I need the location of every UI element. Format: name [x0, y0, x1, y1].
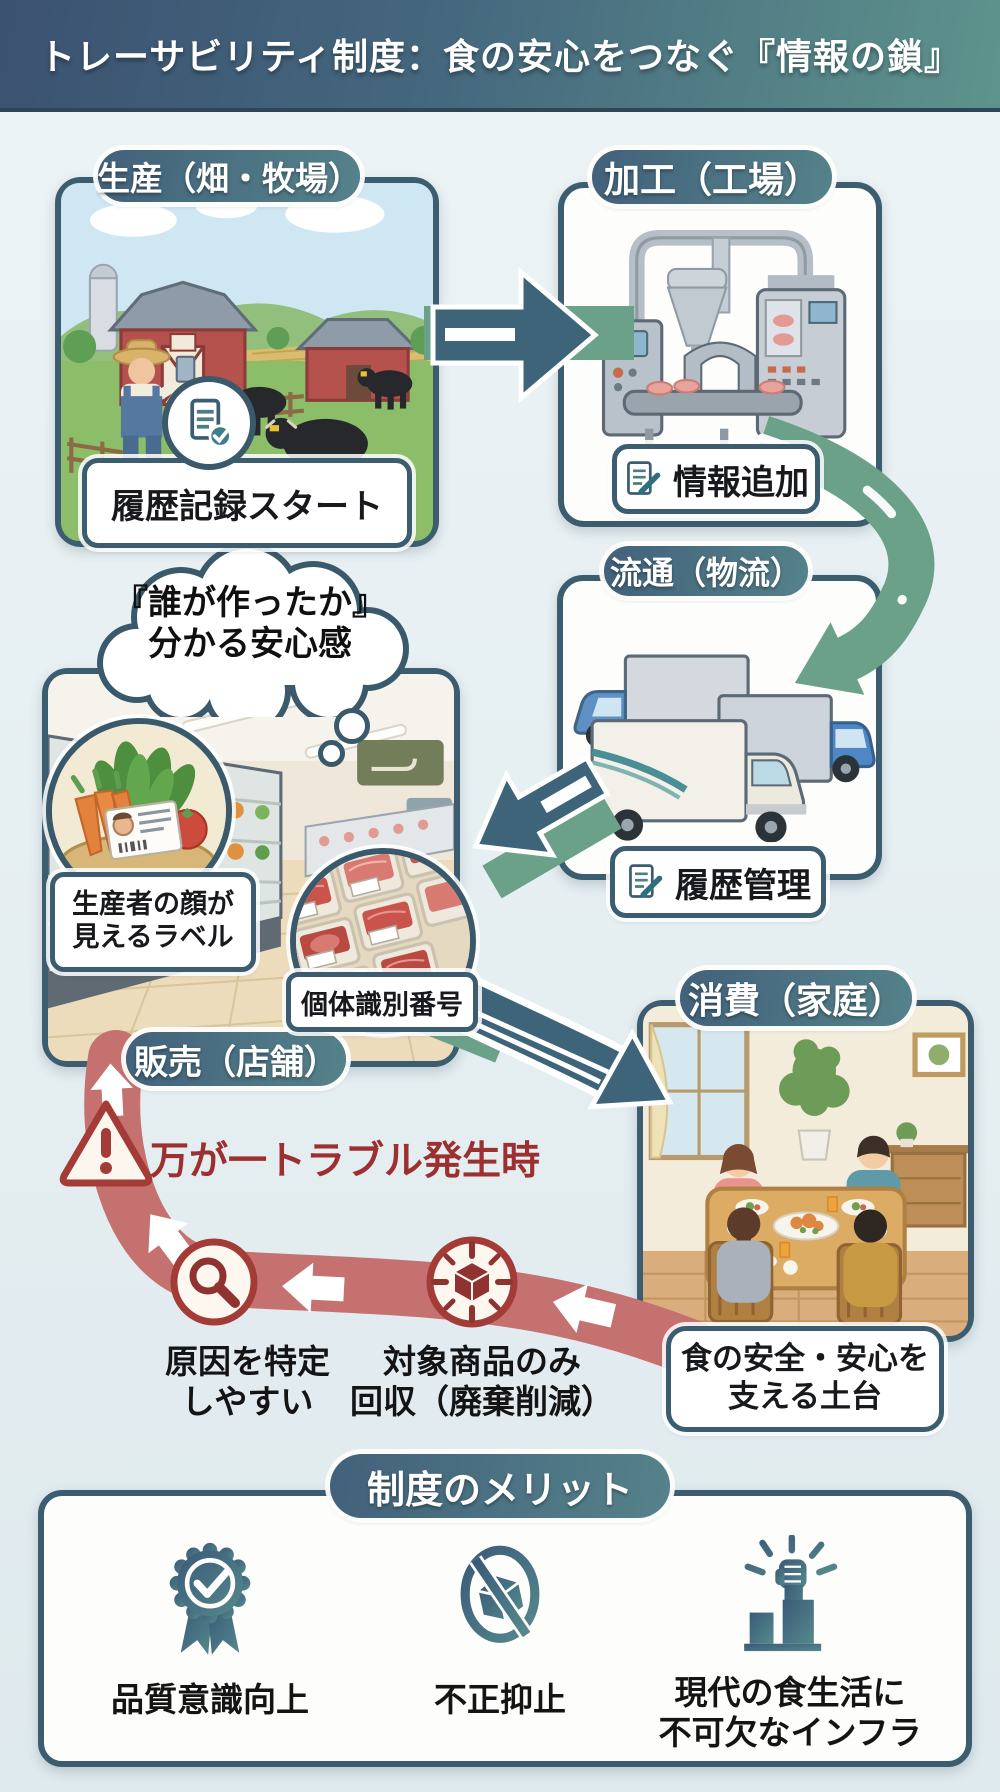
- benefits-title: 制度のメリット: [366, 1467, 633, 1512]
- doc-pencil-icon: [627, 461, 661, 495]
- distribution-note-label: 履歴管理: [675, 865, 811, 906]
- thought-bubble: [97, 545, 409, 717]
- consumption-title-pill: 消費（家庭）: [680, 970, 912, 1026]
- retail-title: 販売（店舗）: [134, 1042, 338, 1083]
- thought-trail-dot: [318, 740, 345, 767]
- doc-check-icon: [162, 376, 256, 470]
- production-title-pill: 生産（畑・牧場）: [97, 150, 361, 202]
- consumption-title: 消費（家庭）: [687, 981, 904, 1022]
- meat-label-text: 個体識別番号: [301, 989, 463, 1021]
- trucks-illustration: [573, 654, 876, 843]
- consumption-card: [637, 1000, 974, 1342]
- benefits-title-pill: 制度のメリット: [330, 1454, 670, 1518]
- benefit-fraud: 不正抑止: [368, 1535, 632, 1721]
- header-banner: トレーサビリティ制度：食の安心をつなぐ『情報の鎖』: [0, 0, 1000, 112]
- recall-title: 万が一トラブル発生時: [149, 1139, 540, 1184]
- production-note: 履歴記録スタート: [82, 458, 412, 548]
- benefit-infrastructure: 現代の食生活に 不可欠なインフラ: [630, 1535, 950, 1754]
- processing-title: 加工（工場）: [603, 160, 820, 201]
- no-fraud-icon: [460, 1545, 540, 1643]
- doc-pencil-icon: [629, 864, 663, 898]
- processing-note-label: 情報追加: [673, 462, 809, 503]
- thought-trail-dot: [334, 708, 370, 744]
- distribution-title: 流通（物流）: [609, 554, 802, 592]
- distribution-note: 履歴管理: [610, 846, 826, 918]
- consumption-note-text: 食の安全・安心を 支える土台: [681, 1341, 929, 1415]
- produce-label-text: 生産者の顔が 見えるラベル: [72, 889, 234, 953]
- benefit-fraud-label: 不正抑止: [434, 1680, 566, 1719]
- warning-icon: [56, 1096, 156, 1192]
- produce-label-note: 生産者の顔が 見えるラベル: [50, 872, 256, 972]
- thought-text: 『誰が作ったか』 分かる安心感: [114, 583, 386, 665]
- recall-box-icon: [424, 1234, 520, 1330]
- factory-illustration: [601, 230, 847, 475]
- benefit-quality: 品質意識向上: [75, 1535, 345, 1721]
- recall-recover-label: 対象商品のみ 回収（廃棄削減）: [350, 1342, 614, 1422]
- family-dinner-illustration: [643, 1006, 968, 1336]
- retail-title-pill: 販売（店舗）: [126, 1032, 346, 1086]
- farm-illustration: [61, 183, 433, 541]
- production-title: 生産（畑・牧場）: [97, 159, 361, 198]
- meat-label-note: 個体識別番号: [286, 972, 478, 1032]
- production-note-label: 履歴記録スタート: [111, 486, 383, 527]
- production-card: [55, 177, 439, 547]
- fist-infrastructure-icon: [744, 1535, 838, 1652]
- consumption-note: 食の安全・安心を 支える土台: [666, 1326, 944, 1432]
- medal-check-icon: [169, 1542, 251, 1655]
- processing-note: 情報追加: [612, 444, 820, 514]
- processing-title-pill: 加工（工場）: [592, 150, 832, 204]
- benefit-infrastructure-label: 現代の食生活に 不可欠なインフラ: [658, 1673, 922, 1753]
- magnifier-icon: [168, 1236, 260, 1328]
- benefit-quality-label: 品質意識向上: [111, 1680, 309, 1719]
- produce-inset: [46, 718, 232, 904]
- page-title: トレーサビリティ制度：食の安心をつなぐ『情報の鎖』: [38, 37, 962, 78]
- recall-identify-label: 原因を特定 しやすい: [165, 1342, 330, 1422]
- distribution-title-pill: 流通（物流）: [604, 546, 808, 596]
- distribution-card: [557, 575, 882, 880]
